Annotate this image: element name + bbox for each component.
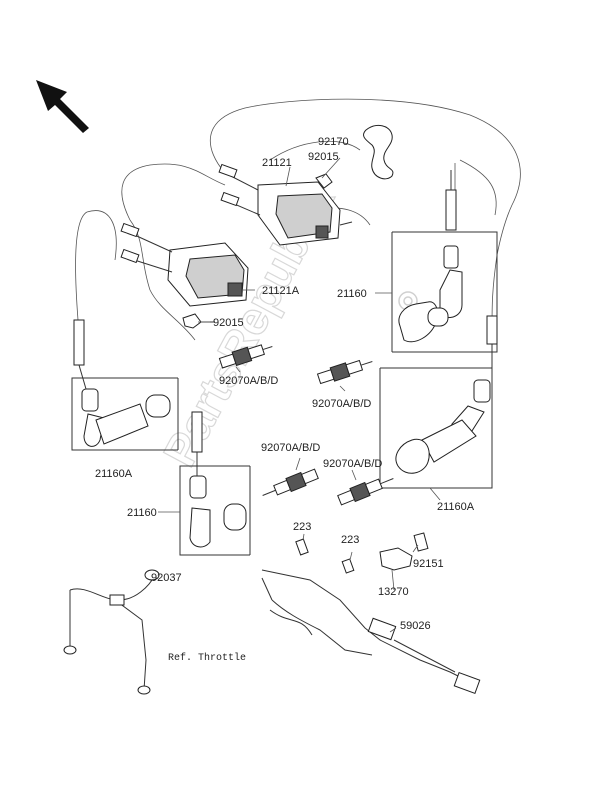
clamp-92170 (363, 124, 394, 180)
leader-lines (158, 157, 441, 633)
plug-cap-box-right-upper (391, 170, 498, 353)
spark-plug-4 (337, 478, 394, 506)
label-92170: 92170 (318, 136, 349, 148)
label-92015-mid: 92015 (213, 317, 244, 329)
label-59026: 59026 (400, 620, 431, 632)
label-92015-top: 92015 (308, 151, 339, 163)
part-labels: 92170 92015 21121 21121A 92015 21160 920… (95, 136, 475, 664)
bracket-13270 (379, 532, 429, 571)
bolt-223-b (341, 558, 355, 574)
label-92037: 92037 (151, 572, 182, 584)
spark-plug-3 (262, 468, 319, 496)
label-21160-left: 21160 (127, 507, 157, 519)
label-92151: 92151 (413, 558, 444, 570)
label-21160A-left: 21160A (95, 468, 133, 480)
spark-plug-2 (316, 359, 373, 385)
label-21121: 21121 (262, 157, 292, 169)
label-92070-low: 92070A/B/D (261, 442, 320, 454)
plug-cap-box-left-upper (71, 319, 179, 451)
front-direction-arrow-icon (36, 80, 89, 133)
label-223-a: 223 (293, 521, 311, 533)
ignition-coil-upper (218, 163, 353, 246)
spark-plug-1 (218, 344, 273, 369)
label-21121A: 21121A (262, 285, 300, 297)
label-ref-throttle: Ref. Throttle (168, 652, 246, 664)
ignition-coil-lower (120, 222, 249, 307)
throttle-bracket-92037 (63, 569, 160, 695)
label-21160A-right: 21160A (437, 501, 475, 513)
plug-cap-box-left-lower (179, 411, 251, 556)
plug-cap-box-right-lower (379, 315, 498, 489)
label-92070-right: 92070A/B/D (323, 458, 382, 470)
bolt-92015-upper (315, 173, 333, 189)
bolt-223-a (295, 538, 309, 556)
label-92070-left: 92070A/B/D (219, 375, 278, 387)
harness-59026 (261, 569, 481, 694)
label-223-b: 223 (341, 534, 359, 546)
label-92070-mid: 92070A/B/D (312, 398, 371, 410)
label-21160-right: 21160 (337, 288, 367, 300)
label-13270: 13270 (378, 586, 409, 598)
bolt-92015-mid (182, 313, 215, 329)
